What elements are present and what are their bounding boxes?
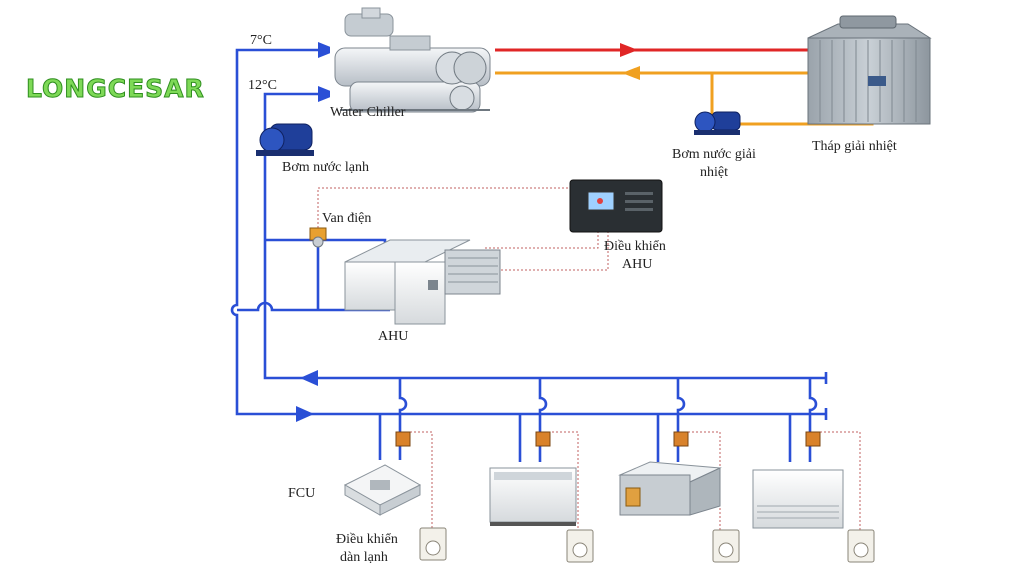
fcu-controller-label-2: dàn lạnh <box>340 550 388 565</box>
ahu-control-wire-2 <box>485 232 609 271</box>
hot-flow-arrow <box>620 43 638 57</box>
supply-flow-arrow <box>296 406 314 422</box>
return-main-line <box>263 92 826 380</box>
fcu-valves <box>395 431 821 447</box>
fcu-ceiling <box>752 469 844 529</box>
fcu4-return <box>808 378 818 462</box>
ahu-label: AHU <box>378 329 409 344</box>
condenser-water-pump <box>694 111 741 135</box>
brand-logo: LONGCESAR <box>26 74 205 104</box>
fcu4-wire <box>820 431 861 530</box>
chilled-pump-label: Bơm nước lạnh <box>282 160 369 175</box>
fcu-label: FCU <box>288 486 316 501</box>
return-temperature-label: 12°C <box>248 78 277 93</box>
condenser-pump-label-1: Bơm nước giải <box>672 147 756 162</box>
thermostat-1 <box>419 527 447 561</box>
ahu-control-wire-1 <box>485 232 599 249</box>
fcu1-return <box>398 378 408 460</box>
ahu-unit <box>344 239 501 325</box>
electric-valve <box>309 227 327 248</box>
supply-main-line <box>230 48 826 416</box>
fcu3-return <box>676 378 686 462</box>
ahu-controller-panel <box>569 179 663 233</box>
fcu-controller-label-1: Điều khiển <box>336 532 398 547</box>
supply-out-arrow <box>318 42 338 58</box>
fcu2-wire <box>548 431 579 530</box>
fcu-ducted <box>618 461 722 516</box>
fcu-cassette <box>343 464 422 516</box>
water-chiller <box>330 7 495 116</box>
return-flow-arrow <box>300 370 318 386</box>
thermostats <box>419 527 875 563</box>
fcu-floor-standing <box>489 467 577 526</box>
condenser-pump-label-2: nhiệt <box>700 165 728 180</box>
ahu-supply-branch <box>237 301 390 312</box>
fcu2-return <box>538 378 548 462</box>
thermostat-3 <box>712 529 740 563</box>
fcu1-wire <box>410 431 433 528</box>
cooling-tower <box>807 15 932 125</box>
thermostat-2 <box>566 529 594 563</box>
water-chiller-label: Water Chiller <box>330 105 406 120</box>
chilled-water-loop <box>230 48 828 462</box>
chilled-water-pump <box>256 123 314 156</box>
supply-temperature-label: 7°C <box>250 33 272 48</box>
return-in-arrow <box>318 86 338 102</box>
electric-valve-label: Van điện <box>322 211 372 226</box>
control-wiring <box>317 187 861 530</box>
cooling-tower-label: Tháp giải nhiệt <box>812 139 897 154</box>
valve-control-wire <box>317 187 572 228</box>
warm-flow-arrow <box>622 66 640 80</box>
ahu-controller-label-2: AHU <box>622 257 653 272</box>
ahu-controller-label-1: Điều khiển <box>604 239 666 254</box>
thermostat-4 <box>847 529 875 563</box>
